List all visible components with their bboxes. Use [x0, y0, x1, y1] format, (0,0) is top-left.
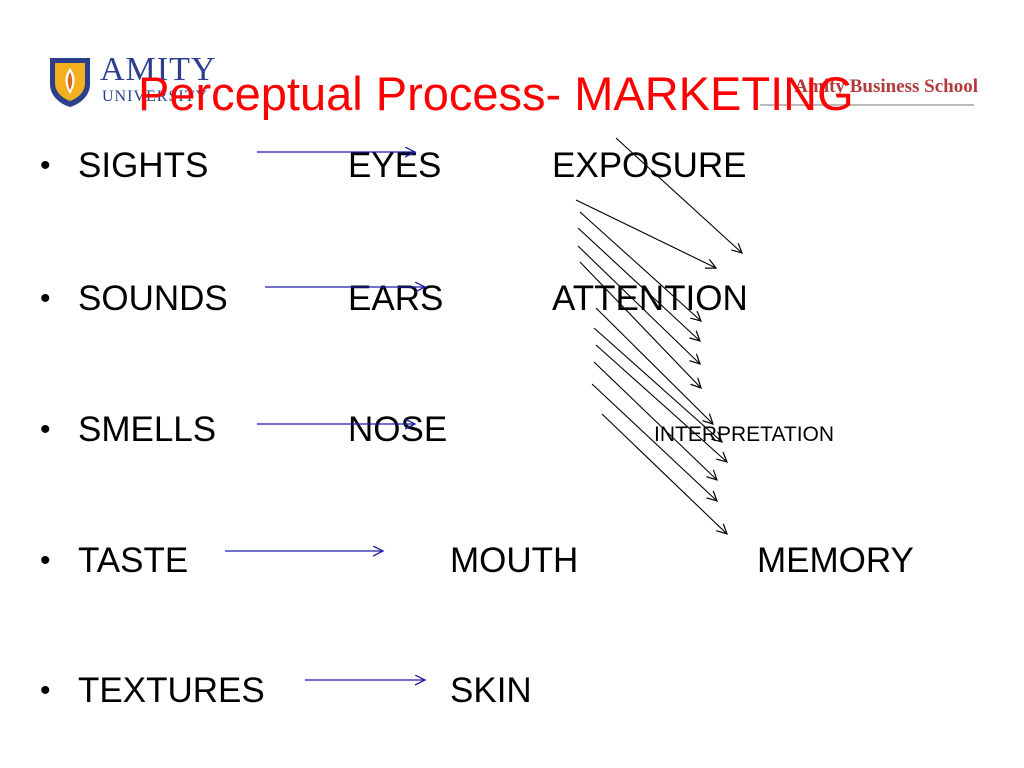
organ-label: EARS [348, 279, 444, 318]
logo-subtitle: UNIVERSITY [102, 88, 208, 105]
bullet-marker: • [40, 282, 51, 315]
school-name: Amity Business School [794, 76, 978, 97]
diagonal-arrow [575, 199, 716, 268]
stage-label: MEMORY [757, 541, 914, 580]
bullet-marker: • [40, 544, 51, 577]
stage-label: INTERPRETATION [654, 423, 835, 446]
amity-university-logo: AMITY UNIVERSITY [46, 50, 226, 112]
diagonal-arrow [593, 361, 717, 480]
amity-shield-logo-icon [50, 58, 90, 107]
stage-label: ATTENTION [552, 279, 748, 318]
logo-name: AMITY [100, 51, 217, 88]
stimulus-label: SMELLS [78, 410, 217, 449]
stimulus-label: TEXTURES [78, 671, 265, 710]
stimulus-label: SIGHTS [78, 146, 209, 185]
header-divider [760, 104, 974, 106]
organ-label: NOSE [348, 410, 448, 449]
bullet-marker: • [40, 413, 51, 446]
stimulus-label: SOUNDS [78, 279, 228, 318]
bullet-marker: • [40, 149, 51, 182]
organ-label: MOUTH [450, 541, 579, 580]
slide-title: Perceptual Process- MARKETING [138, 67, 854, 120]
diagonal-arrow [595, 307, 713, 424]
organ-label: SKIN [450, 671, 532, 710]
stage-label: EXPOSURE [552, 146, 747, 185]
stimulus-label: TASTE [78, 541, 189, 580]
bullet-marker: • [40, 674, 51, 707]
organ-label: EYES [348, 146, 442, 185]
